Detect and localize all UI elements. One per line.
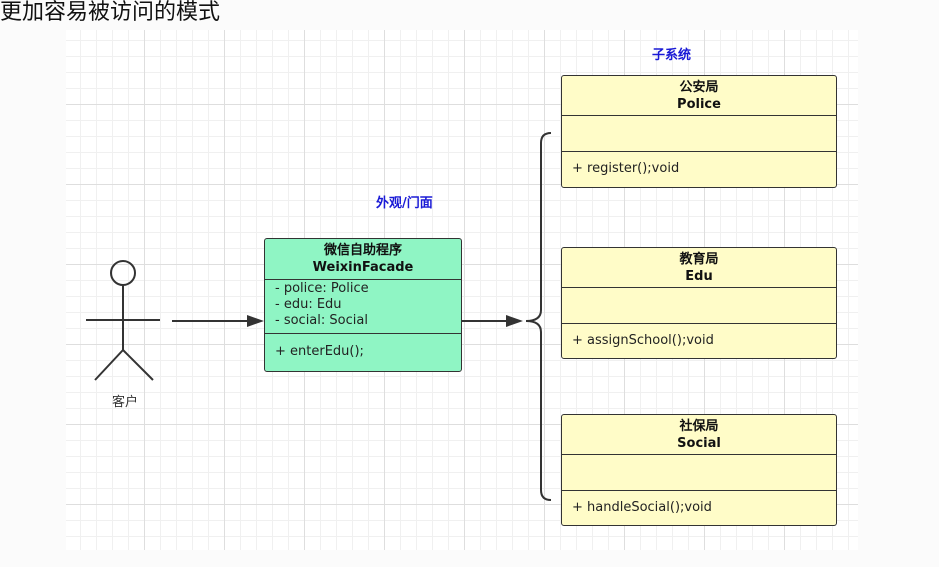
police-class-name-en: Police — [677, 97, 721, 112]
facade-class-name-cn: 微信自助程序 — [323, 243, 402, 258]
social-class-header: 社保局 Social — [562, 415, 836, 455]
facade-class-name-en: WeixinFacade — [312, 260, 414, 275]
actor-head-icon — [110, 260, 136, 286]
police-class-box[interactable]: 公安局 Police + register();void — [561, 75, 837, 188]
police-method-register: + register();void — [572, 161, 680, 176]
page-caption: 更加容易被访问的模式 — [0, 0, 221, 25]
edu-class-name-en: Edu — [685, 269, 713, 284]
facade-label: 外观/门面 — [376, 196, 433, 211]
social-class-name-en: Social — [677, 436, 721, 451]
police-class-header: 公安局 Police — [562, 76, 836, 116]
facade-class-header: 微信自助程序 WeixinFacade — [265, 239, 461, 280]
social-methods: + handleSocial();void — [562, 491, 836, 516]
facade-to-subsystems-arrowhead — [506, 315, 523, 327]
actor-label: 客户 — [112, 395, 139, 410]
facade-attributes: - police: Police - edu: Edu - social: So… — [265, 280, 461, 334]
edu-class-name-cn: 教育局 — [679, 252, 719, 267]
facade-class-box[interactable]: 微信自助程序 WeixinFacade - police: Police - e… — [264, 238, 462, 372]
facade-methods: + enterEdu(); — [265, 334, 461, 360]
facade-attribute-police: - police: Police — [275, 281, 369, 296]
facade-attribute-social: - social: Social — [275, 313, 368, 328]
edu-class-header: 教育局 Edu — [562, 248, 836, 288]
edu-methods: + assignSchool();void — [562, 324, 836, 349]
social-method-handle-social: + handleSocial();void — [572, 500, 712, 515]
facade-method-enter-edu: + enterEdu(); — [275, 344, 364, 359]
facade-attribute-edu: - edu: Edu — [275, 297, 342, 312]
actor-to-facade-arrowhead — [247, 315, 264, 327]
actor-right-leg — [122, 349, 154, 381]
social-class-name-cn: 社保局 — [679, 419, 719, 434]
edu-attributes — [562, 288, 836, 324]
subsystem-brace — [525, 132, 552, 501]
actor-left-leg — [94, 349, 124, 381]
social-attributes — [562, 455, 836, 491]
police-class-name-cn: 公安局 — [679, 80, 719, 95]
edu-method-assign-school: + assignSchool();void — [572, 333, 714, 348]
subsystem-label: 子系统 — [652, 48, 692, 63]
edu-class-box[interactable]: 教育局 Edu + assignSchool();void — [561, 247, 837, 359]
police-attributes — [562, 116, 836, 152]
police-methods: + register();void — [562, 152, 836, 177]
social-class-box[interactable]: 社保局 Social + handleSocial();void — [561, 414, 837, 526]
